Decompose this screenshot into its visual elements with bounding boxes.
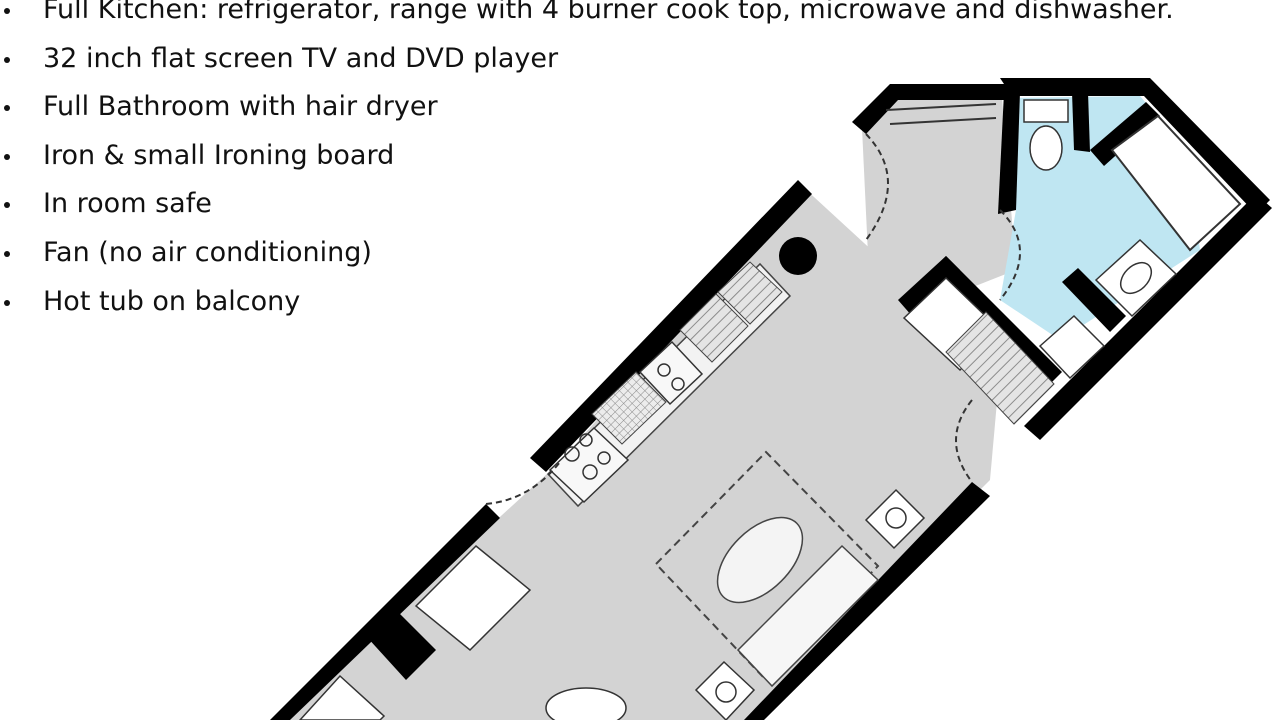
amenity-item: Hot tub on balcony xyxy=(0,278,1174,327)
stair-hatch xyxy=(945,311,1055,425)
sink-icon xyxy=(1094,238,1178,318)
living-area xyxy=(298,450,926,720)
kitchen xyxy=(546,261,792,508)
wall-segment xyxy=(1000,78,1270,214)
amenity-item: In room safe xyxy=(0,180,1174,229)
wall-segment xyxy=(1072,92,1090,152)
bullet-icon xyxy=(4,56,10,63)
wall-segment xyxy=(530,180,812,472)
door-swing xyxy=(865,133,889,241)
entry-floor xyxy=(862,92,1016,368)
door-swing xyxy=(485,461,561,505)
amenity-item: Iron & small Ironing board xyxy=(0,132,1174,181)
sink-icon xyxy=(638,340,704,406)
hot-tub-icon xyxy=(298,674,386,720)
walls xyxy=(270,78,1272,720)
amenities-list: Full Kitchen: refrigerator, range with 4… xyxy=(0,0,1174,326)
counter-hatch xyxy=(591,371,667,445)
amenity-text: Full Bathroom with hair dryer xyxy=(43,91,438,123)
lamp-icon xyxy=(694,660,756,720)
closet-shelf xyxy=(1038,314,1106,380)
bullet-icon xyxy=(4,250,10,257)
rug xyxy=(654,450,880,682)
bathtub-icon xyxy=(1110,114,1242,252)
wall-segment xyxy=(998,92,1020,214)
doors xyxy=(485,133,1021,505)
amenity-text: Fan (no air conditioning) xyxy=(43,236,372,268)
bathroom xyxy=(885,99,1242,425)
bed-icon xyxy=(736,544,880,688)
wall-segment xyxy=(1024,194,1272,440)
tv-cabinet xyxy=(414,544,532,652)
wall-segment xyxy=(366,610,436,680)
amenity-text: 32 inch flat screen TV and DVD player xyxy=(43,42,559,74)
bullet-icon xyxy=(4,202,10,209)
amenity-item: Full Bathroom with hair dryer xyxy=(0,83,1174,132)
amenity-text: Iron & small Ironing board xyxy=(43,139,395,171)
bullet-icon xyxy=(4,153,10,160)
wall-segment xyxy=(744,482,990,720)
wall-segment xyxy=(852,84,1010,134)
wall-segment xyxy=(932,256,1062,386)
counter-hatch xyxy=(717,261,783,325)
wall-segment xyxy=(1090,102,1160,166)
amenity-text: Full Kitchen: refrigerator, range with 4… xyxy=(43,0,1174,25)
amenity-item: Full Kitchen: refrigerator, range with 4… xyxy=(0,0,1174,35)
wall-segment xyxy=(270,504,500,720)
bullet-icon xyxy=(4,8,10,14)
stove-icon xyxy=(548,426,630,504)
table-icon xyxy=(716,516,804,604)
door-swing xyxy=(999,209,1021,301)
lamp-icon xyxy=(864,488,926,550)
counter-hatch xyxy=(679,293,749,363)
door-swing xyxy=(955,399,973,483)
amenity-text: Hot tub on balcony xyxy=(43,285,301,317)
amenity-item: Fan (no air conditioning) xyxy=(0,229,1174,278)
column-icon xyxy=(779,237,817,275)
amenity-item: 32 inch flat screen TV and DVD player xyxy=(0,35,1174,84)
bullet-icon xyxy=(4,299,10,306)
amenity-text: In room safe xyxy=(43,188,212,220)
chair-icon xyxy=(545,687,627,720)
wall-segment xyxy=(1062,268,1126,332)
toilet-icon xyxy=(1023,99,1069,171)
bullet-icon xyxy=(4,105,10,112)
entry-shelf xyxy=(885,103,997,125)
